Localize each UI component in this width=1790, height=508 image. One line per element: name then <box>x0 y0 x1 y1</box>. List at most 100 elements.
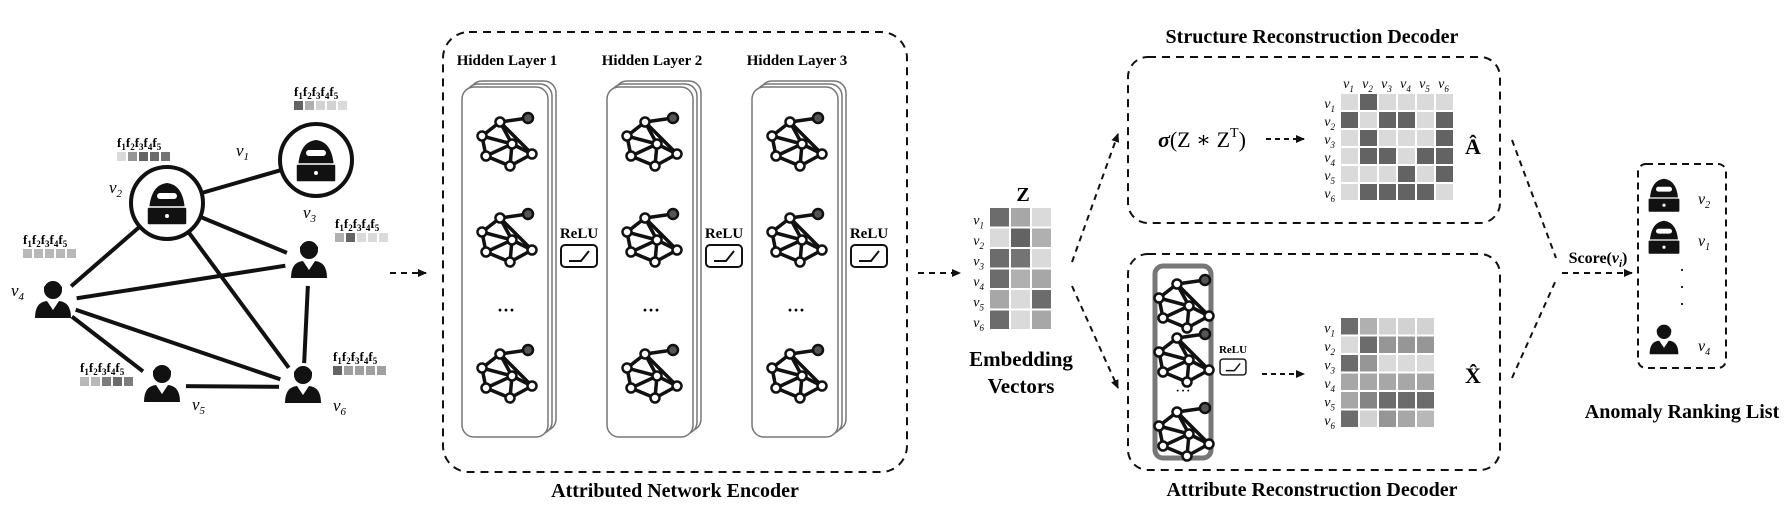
ranking-ellipsis-1: · <box>1679 260 1685 280</box>
attribute-cell <box>1398 336 1415 353</box>
ranking-ellipsis-2: · <box>1679 277 1685 297</box>
relu-label: ReLU <box>560 226 598 242</box>
ranking-ellipsis-3: · <box>1679 294 1685 314</box>
structure-cell <box>1398 166 1415 182</box>
hacker-icon <box>1647 220 1681 256</box>
attribute-cell <box>1360 318 1377 335</box>
embedding-row-label: v5 <box>973 296 984 313</box>
structure-col-label: v6 <box>1438 77 1449 94</box>
structure-row-label: v3 <box>1324 133 1335 150</box>
structure-cell <box>1436 166 1453 182</box>
attribute-decoder-section: Attribute Reconstruction Decoder ··· ReL… <box>1127 253 1501 501</box>
hidden-layer-3: Hidden Layer 3···ReLU <box>747 53 888 438</box>
embedding-caption-line2: Vectors <box>988 374 1055 398</box>
graph-edge <box>52 260 310 304</box>
structure-cell <box>1341 184 1358 200</box>
structure-cell <box>1360 112 1377 128</box>
attribute-row-label: v4 <box>1324 377 1335 394</box>
layer-ellipsis: ··· <box>787 300 805 320</box>
attribute-cell <box>1360 373 1377 390</box>
attr-cell <box>117 152 126 161</box>
embedding-cell <box>1011 269 1030 288</box>
attribute-cell <box>1360 410 1377 427</box>
score-label: Score(vi) <box>1569 250 1628 270</box>
embedding-cell <box>1011 290 1030 309</box>
attr-cell <box>91 377 100 386</box>
encoder-frame <box>442 31 908 473</box>
attr-cell <box>113 377 122 386</box>
attr-cell <box>45 249 54 258</box>
structure-col-label: v3 <box>1381 77 1392 94</box>
attr-cell <box>294 101 303 110</box>
embedding-cell <box>990 310 1009 329</box>
relu-icon <box>560 244 598 268</box>
attribute-cell <box>1341 336 1358 353</box>
encoder-section: Attributed Network Encoder Hidden Layer … <box>442 31 908 502</box>
attribute-row-label: v3 <box>1324 359 1335 376</box>
attr-cell <box>34 249 43 258</box>
structure-decoder-frame <box>1127 56 1501 224</box>
structure-cell <box>1379 112 1396 128</box>
structure-col-label: v1 <box>1343 77 1354 94</box>
attr-label-v6: f1f2f3f4f5 <box>333 349 378 366</box>
ranking-frame <box>1637 163 1727 369</box>
attribute-cell <box>1417 392 1434 409</box>
attr-cell <box>357 233 366 242</box>
attribute-row-label: v6 <box>1324 414 1335 431</box>
attribute-output-symbol: X̂ <box>1465 363 1481 388</box>
embedding-cell <box>1011 208 1030 227</box>
user-icon <box>1649 324 1679 355</box>
structure-cell <box>1398 148 1415 164</box>
attribute-decoder-frame <box>1127 253 1501 471</box>
structure-cell <box>1398 112 1415 128</box>
attribute-decoder-relu-icon <box>1219 358 1247 376</box>
attribute-cell <box>1341 410 1358 427</box>
attr-cell <box>316 101 325 110</box>
node-label-v4: v4 <box>11 281 25 303</box>
structure-col-label: v5 <box>1419 77 1430 94</box>
attribute-cell <box>1379 373 1396 390</box>
attr-cell <box>56 249 65 258</box>
node-label-v6: v6 <box>333 396 347 418</box>
structure-cell <box>1417 184 1434 200</box>
attr-label-v5: f1f2f3f4f5 <box>80 360 125 377</box>
arrow-attribute-to-score <box>1511 279 1557 379</box>
embedding-caption-line1: Embedding <box>969 347 1073 371</box>
attr-label-v1: f1f2f3f4f5 <box>294 84 339 101</box>
attr-cell <box>346 233 355 242</box>
ranking-item-1: v2 <box>1647 178 1710 213</box>
embedding-cell <box>1032 310 1051 329</box>
structure-cell <box>1341 112 1358 128</box>
structure-cell <box>1398 184 1415 200</box>
attr-cell <box>333 366 342 375</box>
structure-cell <box>1360 130 1377 146</box>
attribute-row-label: v1 <box>1324 322 1335 339</box>
embedding-cell <box>990 208 1009 227</box>
structure-cell <box>1436 94 1453 110</box>
embedding-row-label: v1 <box>973 214 984 231</box>
attr-cell <box>23 249 32 258</box>
attribute-cell <box>1398 318 1415 335</box>
attr-cell <box>67 249 76 258</box>
attr-cell <box>327 101 336 110</box>
ranking-label: v1 <box>1698 233 1710 253</box>
attribute-decoder-relu-label: ReLU <box>1219 344 1247 356</box>
embedding-cell <box>1011 228 1030 247</box>
structure-row-label: v4 <box>1324 151 1335 168</box>
structure-cell <box>1398 130 1415 146</box>
embedding-cell <box>990 228 1009 247</box>
embedding-row-label: v3 <box>973 255 984 272</box>
structure-cell <box>1417 148 1434 164</box>
structure-cell <box>1341 166 1358 182</box>
node-label-v1: v1 <box>236 141 249 163</box>
attr-cell <box>150 152 159 161</box>
structure-cell <box>1436 112 1453 128</box>
structure-cell <box>1379 148 1396 164</box>
embedding-cell <box>1032 249 1051 268</box>
attribute-cell <box>1360 355 1377 372</box>
